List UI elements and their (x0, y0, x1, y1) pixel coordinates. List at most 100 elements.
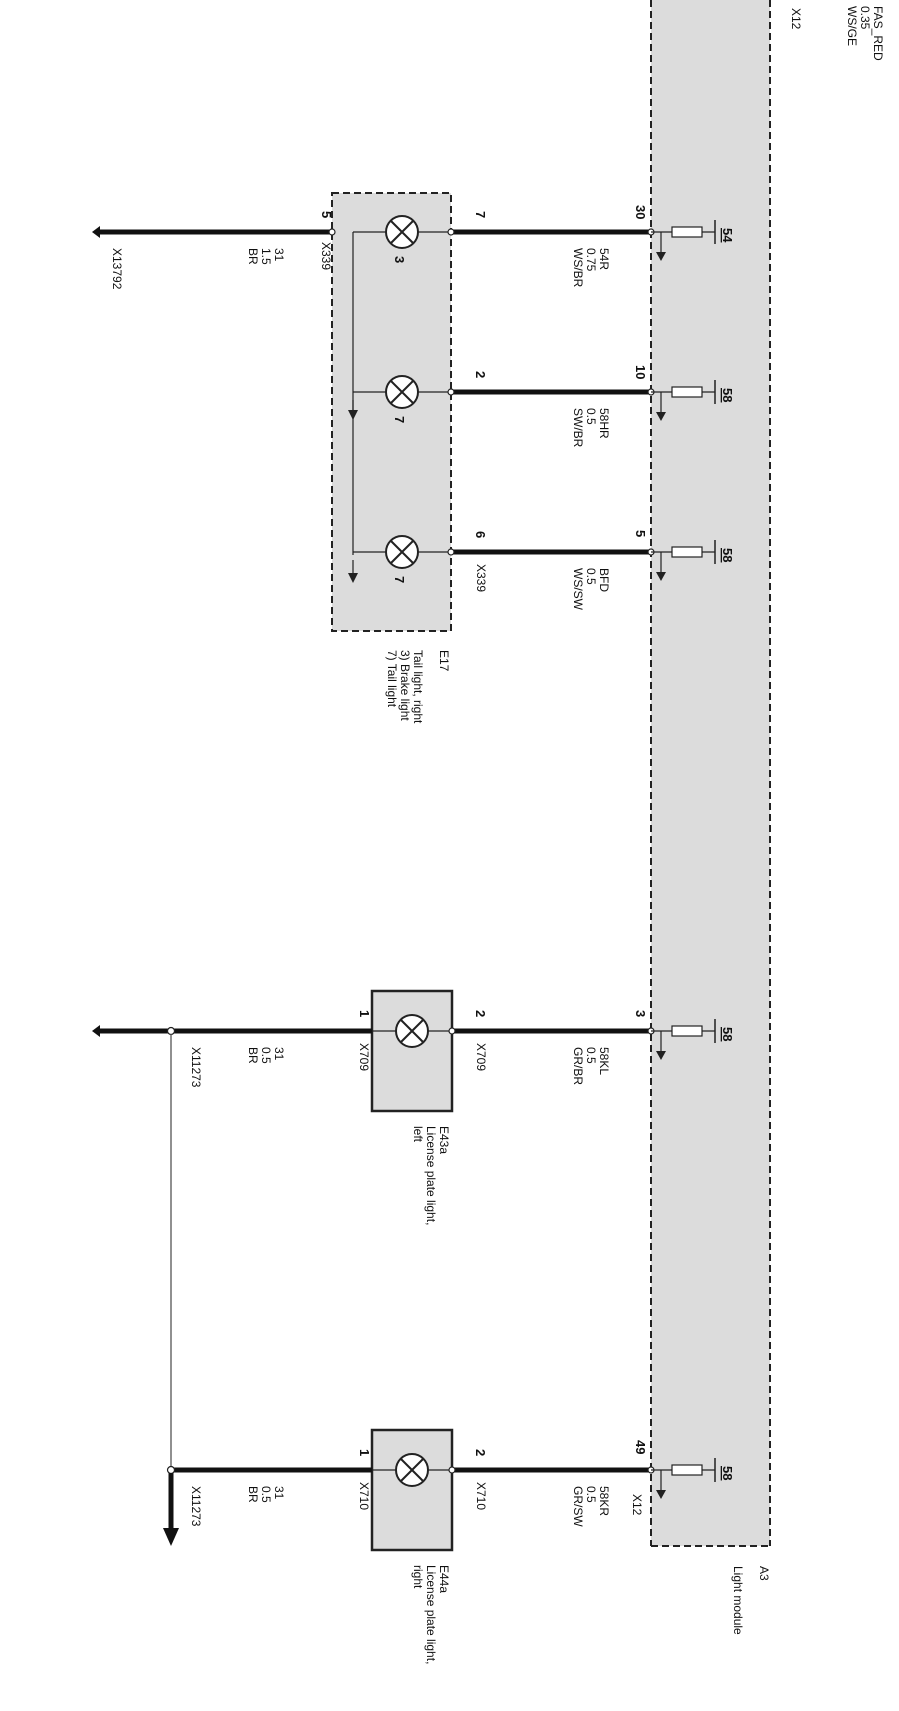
module-internal-circuit-2 (651, 540, 716, 581)
module-pin-label: 30 (633, 205, 648, 219)
svg-text:0.5: 0.5 (584, 1486, 598, 1503)
fuse-label: 58 (720, 548, 735, 562)
e17-pin-label: 5 (319, 211, 334, 218)
e44a-title: License plate light, (424, 1565, 438, 1664)
e17-pin-label: 2 (473, 371, 488, 378)
fuse-icon (671, 1025, 703, 1037)
fuse-label: 58 (720, 388, 735, 402)
ground-arrow-icon (656, 1490, 666, 1499)
e44a-bulb-icon (395, 1453, 429, 1487)
svg-text:0.5: 0.5 (584, 1047, 598, 1064)
module-internal-circuit-1 (651, 380, 716, 421)
svg-text:31: 31 (272, 248, 286, 262)
e44a-subtitle: right (411, 1565, 425, 1589)
e17-subtitle: 3) Brake light (398, 650, 412, 721)
e43a-title: License plate light, (424, 1126, 438, 1225)
e43a-connector-label: X709 (474, 1043, 488, 1071)
svg-text:WS/SW: WS/SW (571, 568, 585, 611)
e17-subtitle: 7) Tail light (385, 650, 399, 708)
e44a-license-light-box (370, 1428, 454, 1552)
ground-arrow-icon (656, 252, 666, 261)
ground-arrow-icon (92, 226, 100, 238)
e17-bus-arrow (348, 573, 358, 583)
e17-bulb-tail-icon (385, 375, 419, 409)
e43a-pin-label: 1 (357, 1010, 372, 1017)
e17-bulb-brake-icon (385, 215, 419, 249)
module-pin-label: 10 (633, 365, 648, 379)
ground-point-label: X11273 (189, 1486, 203, 1527)
e44a-id: E44a (437, 1565, 451, 1593)
svg-text:WS/BR: WS/BR (571, 248, 585, 288)
e43a-pin-label: 2 (473, 1010, 488, 1017)
x12-top-label: X12 (789, 8, 803, 30)
e43a-description: E43a License plate light, left (411, 1126, 451, 1225)
svg-text:31: 31 (272, 1486, 286, 1500)
e17-id: E17 (437, 650, 451, 672)
module-pin-label: 3 (633, 1010, 648, 1017)
ground-point-label: X13792 (110, 248, 124, 290)
svg-text:1.5: 1.5 (259, 248, 273, 265)
svg-text:31: 31 (272, 1047, 286, 1061)
e43a-ground-wire-label: 31 0.5 BR (246, 1047, 286, 1064)
svg-text:0.75: 0.75 (584, 248, 598, 272)
splice-point (166, 1026, 176, 1036)
e17-pin-label: 7 (473, 211, 488, 218)
e17-bulb-tail-icon (385, 535, 419, 569)
fuse-icon (671, 386, 703, 398)
e17-connector-label: X339 (474, 564, 488, 592)
svg-text:0.5: 0.5 (259, 1047, 273, 1064)
ground-arrow-icon (163, 1528, 179, 1546)
e17-connector-label: X339 (319, 242, 333, 270)
svg-text:BFD: BFD (597, 568, 611, 592)
ground-arrow-icon (656, 572, 666, 581)
a3-connector-label: X12 (630, 1494, 644, 1516)
module-pin-label: 5 (633, 530, 648, 537)
e17-bus-arrow (348, 410, 358, 420)
e43a-license-light-box (370, 989, 454, 1113)
fuse-label: 58 (720, 1027, 735, 1041)
fuse-icon (671, 546, 703, 558)
module-internal-circuit-4 (651, 1458, 716, 1499)
e43a-bulb-icon (395, 1014, 429, 1048)
e17-description: E17 Tail light, right 3) Brake light 7) … (385, 650, 451, 724)
ground-arrow-icon (92, 1025, 100, 1037)
e43a-subtitle: left (411, 1126, 425, 1143)
svg-text:0.5: 0.5 (584, 408, 598, 425)
bulb-number: 7 (392, 416, 407, 423)
e17-ground-wire-label: 31 1.5 BR (246, 248, 286, 265)
fuse-icon (671, 226, 703, 238)
wire-58kr-label: 58KR 0.5 GR/SW (571, 1486, 611, 1527)
fas-wire-name: FAS_RED (871, 6, 885, 61)
e17-title: Tail light, right (411, 650, 425, 724)
fuse-label: 58 (720, 1466, 735, 1480)
wire-54r-label: 54R 0.75 WS/BR (571, 248, 611, 288)
e43a-id: E43a (437, 1126, 451, 1154)
a3-id: A3 (757, 1566, 771, 1581)
svg-text:BR: BR (246, 1047, 260, 1064)
light-module-body (651, 0, 770, 1546)
module-internal-circuit-3 (651, 1019, 716, 1060)
e44a-ground-wire-label: 31 0.5 BR (246, 1486, 286, 1503)
fuse-label: 54 (720, 228, 735, 243)
wire-58hr-label: 58HR 0.5 SW/BR (571, 408, 611, 448)
svg-text:GR/SW: GR/SW (571, 1486, 585, 1527)
e44a-description: E44a License plate light, right (411, 1565, 451, 1664)
svg-text:58KL: 58KL (597, 1047, 611, 1075)
svg-text:58KR: 58KR (597, 1486, 611, 1516)
bulb-number: 7 (392, 576, 407, 583)
splice-point (166, 1465, 176, 1475)
ground-arrow-icon (656, 412, 666, 421)
e44a-pin-label: 2 (473, 1449, 488, 1456)
ground-point-label: X11273 (189, 1047, 203, 1088)
svg-text:GR/BR: GR/BR (571, 1047, 585, 1085)
fas-wire-color: WS/GE (845, 6, 859, 46)
connector-label: X12 (789, 8, 803, 30)
svg-text:54R: 54R (597, 248, 611, 270)
e44a-pin-label: 1 (357, 1449, 372, 1456)
e43a-connector-label: X709 (357, 1043, 371, 1071)
module-internal-circuit-0 (651, 220, 716, 261)
svg-text:SW/BR: SW/BR (571, 408, 585, 448)
ground-arrow-icon (656, 1051, 666, 1060)
fas-red-label: FAS_RED 0.35 WS/GE (845, 6, 885, 61)
